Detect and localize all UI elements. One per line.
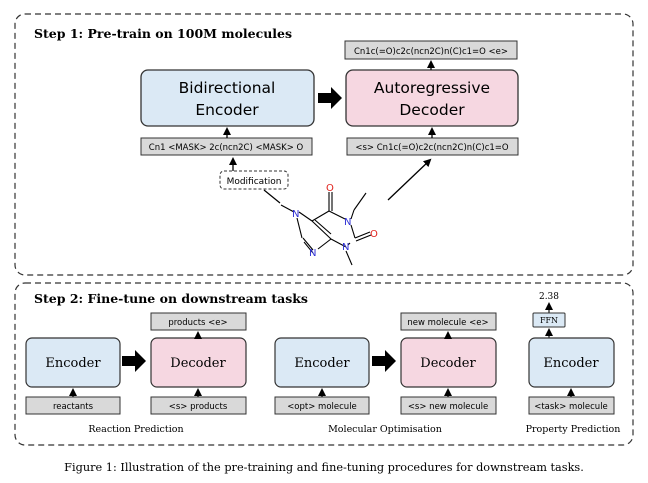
encoder-to-decoder-arrow (318, 87, 342, 109)
property-prediction-group: 2.38 FFN Encoder <task> molecule Propert… (526, 292, 621, 435)
nitrogen-atom-bottom: N (309, 248, 316, 259)
modification-label: Modification (227, 177, 282, 187)
reaction-encoder-input-text: reactants (53, 402, 94, 412)
decoder-output-text: Cn1c(=O)c2c(ncn2C)n(C)c1=O <e> (354, 47, 508, 57)
modification-box (219, 170, 289, 190)
reaction-encoder-to-decoder-arrow (122, 350, 146, 372)
property-encoder-label: Encoder (543, 356, 599, 371)
molecular-optimisation-caption: Molecular Optimisation (328, 424, 442, 435)
molecule-bonds (280, 192, 372, 266)
decoder-input-text: <s> Cn1c(=O)c2c(ncn2C)n(C)c1=O (355, 143, 509, 153)
decoder-label-line2: Decoder (399, 101, 465, 119)
molecule-to-modification-line (263, 189, 281, 204)
nitrogen-atom-left: N (292, 209, 299, 220)
molecular-optimisation-group: Encoder Decoder new molecule <e> <opt> m… (274, 312, 497, 435)
step1-title: Step 1: Pre-train on 100M molecules (34, 26, 292, 41)
optimisation-encoder-input-text: <opt> molecule (287, 402, 357, 412)
bidirectional-encoder-box (140, 69, 315, 127)
encoder-input-text: Cn1 <MASK> 2c(ncn2C) <MASK> O (149, 143, 304, 153)
reaction-decoder-output-text: products <e> (168, 318, 227, 328)
reaction-encoder-box (25, 337, 121, 388)
reaction-decoder-input-text: <s> products (169, 402, 228, 412)
optimisation-decoder-input-text: <s> new molecule (408, 402, 488, 412)
property-prediction-caption: Property Prediction (526, 424, 621, 435)
decoder-output-token (344, 40, 518, 60)
property-encoder-box (528, 337, 615, 388)
reaction-encoder-label: Encoder (45, 356, 101, 371)
optimisation-decoder-label: Decoder (420, 356, 476, 371)
encoder-label-line2: Encoder (195, 101, 259, 119)
reaction-prediction-caption: Reaction Prediction (88, 424, 183, 435)
step2-panel: Step 2: Fine-tune on downstream tasks En… (14, 282, 634, 446)
molecule-to-decoder-arrow (387, 158, 432, 201)
reaction-prediction-group: Encoder Decoder products <e> reactants <… (25, 312, 247, 435)
property-encoder-input-text: <task> molecule (534, 402, 608, 412)
ffn-box (532, 312, 566, 328)
optimisation-decoder-output-text: new molecule <e> (407, 318, 488, 328)
encoder-label-line1: Bidirectional (179, 79, 276, 97)
autoregressive-decoder-box (345, 69, 519, 127)
nitrogen-atom-upper-right: N (344, 217, 351, 228)
oxygen-atom-top: O (326, 183, 334, 194)
caffeine-molecule: O O N N N N (280, 183, 378, 266)
figure-caption: Figure 1: Illustration of the pre-traini… (64, 461, 584, 474)
optimisation-encoder-to-decoder-arrow (372, 350, 396, 372)
decoder-label-line1: Autoregressive (374, 79, 490, 97)
reaction-decoder-label: Decoder (170, 356, 226, 371)
step2-title: Step 2: Fine-tune on downstream tasks (34, 291, 308, 306)
ffn-label: FFN (540, 316, 558, 325)
reaction-decoder-output-token (150, 312, 247, 331)
nitrogen-atom-lower-right: N (342, 242, 349, 253)
optimisation-encoder-label: Encoder (294, 356, 350, 371)
step1-panel: Step 1: Pre-train on 100M molecules Bidi… (14, 13, 634, 276)
property-value: 2.38 (539, 292, 559, 302)
optimisation-decoder-output-token (400, 312, 497, 331)
oxygen-atom-right: O (370, 229, 378, 240)
optimisation-encoder-box (274, 337, 370, 388)
